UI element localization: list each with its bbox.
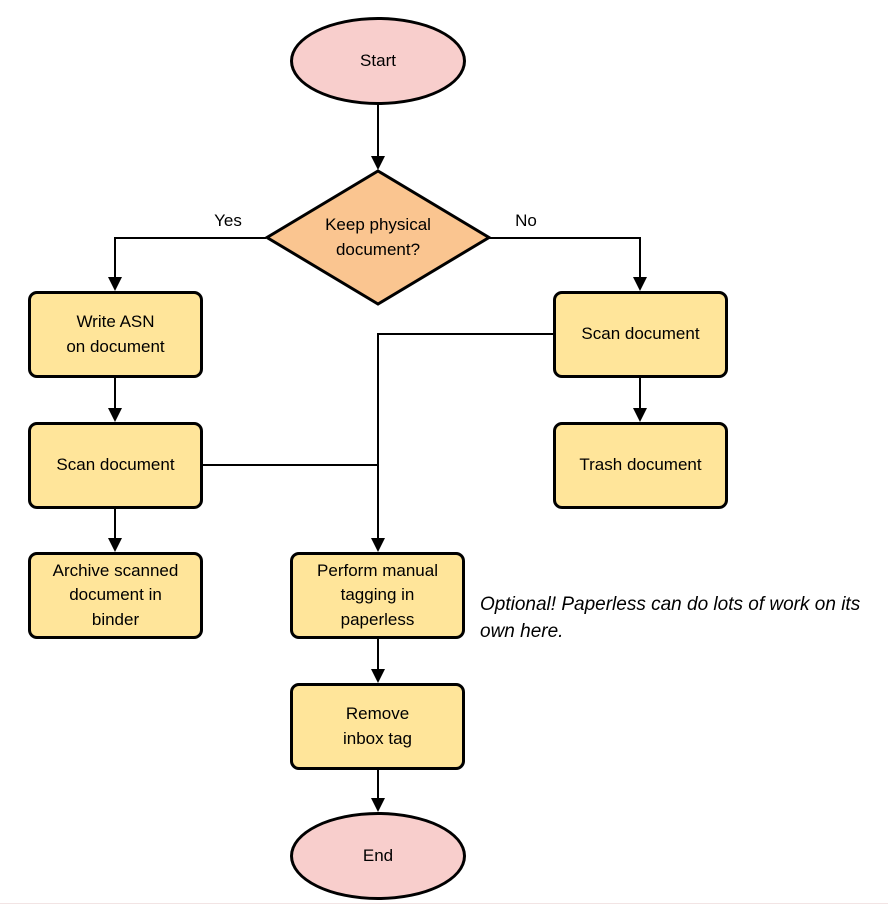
decision-diamond-shape xyxy=(264,169,492,306)
process-write-asn: Write ASN on document xyxy=(28,291,203,378)
process-scan-document-right: Scan document xyxy=(553,291,728,378)
arrowhead-into-trash xyxy=(633,408,647,422)
end-node: End xyxy=(290,812,466,900)
process-manual-tagging: Perform manual tagging in paperless xyxy=(290,552,465,639)
process-archive-binder-label: Archive scanned document in binder xyxy=(52,560,179,629)
arrowhead-into-scan-left xyxy=(108,408,122,422)
process-trash-document: Trash document xyxy=(553,422,728,509)
start-node-label: Start xyxy=(360,50,396,70)
arrowhead-into-tagging xyxy=(371,538,385,552)
process-archive-binder: Archive scanned document in binder xyxy=(28,552,203,639)
edge-decision-no xyxy=(489,237,641,278)
end-node-label: End xyxy=(362,845,394,865)
edge-label-no: No xyxy=(515,211,537,230)
process-trash-document-label: Trash document xyxy=(579,455,702,475)
arrowhead-into-archive xyxy=(108,538,122,552)
arrowhead-into-end xyxy=(371,798,385,812)
process-scan-document-left: Scan document xyxy=(28,422,203,509)
arrowhead-into-remove-inbox xyxy=(371,669,385,683)
start-node: Start xyxy=(290,17,466,105)
process-manual-tagging-label: Perform manual tagging in paperless xyxy=(317,560,438,629)
arrowhead-into-write-asn xyxy=(108,277,122,291)
process-write-asn-label: Write ASN on document xyxy=(66,311,165,356)
process-remove-inbox-tag: Remove inbox tag xyxy=(290,683,465,770)
process-remove-inbox-tag-label: Remove inbox tag xyxy=(343,703,412,748)
edge-label-yes: Yes xyxy=(214,211,242,230)
annotation-optional-note: Optional! Paperless can do lots of work … xyxy=(480,594,861,642)
arrowhead-into-scan-right xyxy=(633,277,647,291)
process-scan-document-right-label: Scan document xyxy=(581,324,700,344)
edge-scanright-to-tagging xyxy=(377,333,553,539)
arrowhead-into-decision xyxy=(371,156,385,170)
bottom-divider-line xyxy=(0,903,888,904)
process-scan-document-left-label: Scan document xyxy=(56,455,175,475)
edge-decision-yes xyxy=(114,237,266,278)
